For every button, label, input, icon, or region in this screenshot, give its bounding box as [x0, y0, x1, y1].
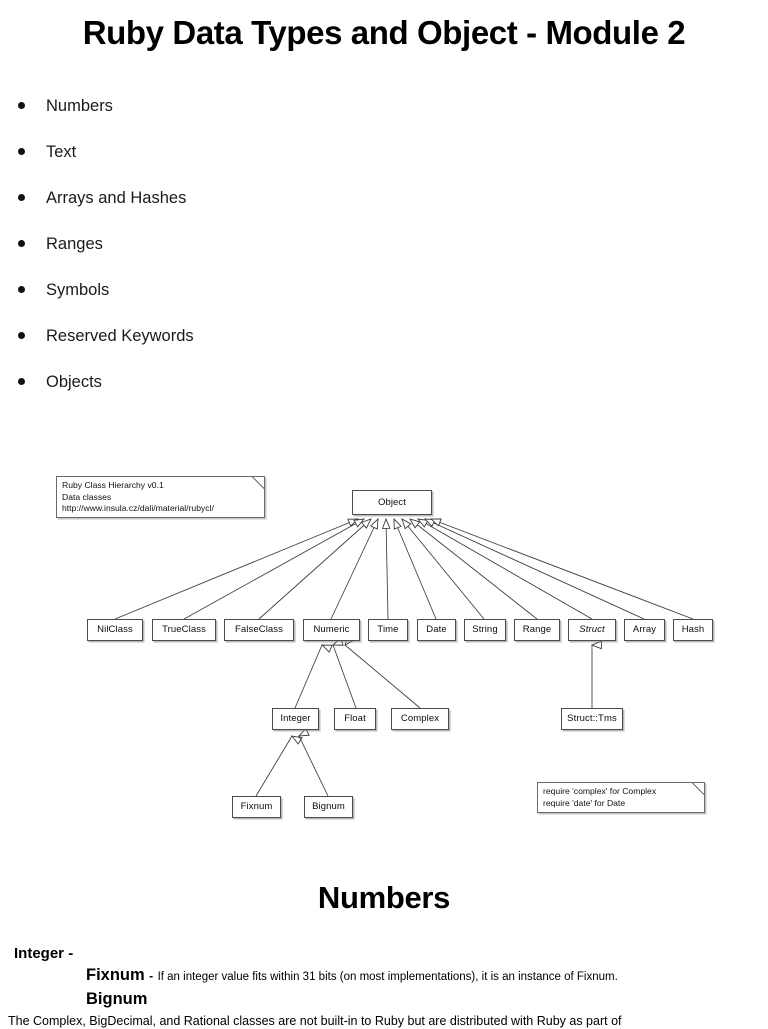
list-item-label: Symbols — [46, 281, 110, 299]
bullet-icon — [18, 194, 25, 201]
class-node-label: Struct — [579, 624, 605, 636]
list-item-label: Objects — [46, 373, 102, 391]
fixnum-separator: - — [149, 969, 154, 983]
class-node-complex[interactable]: Complex — [391, 708, 449, 730]
numbers-body: Integer - Fixnum - If an integer value f… — [0, 944, 768, 1029]
integer-heading: Integer - — [0, 944, 768, 964]
class-node-label: Numeric — [313, 624, 350, 636]
integer-dash: - — [68, 945, 74, 962]
diagram-connectors — [114, 455, 694, 797]
class-node-label: String — [472, 624, 498, 636]
integer-term: Integer — [14, 945, 65, 962]
list-item-label: Ranges — [46, 235, 103, 253]
list-item: Arrays and Hashes — [0, 184, 470, 230]
note-fold-corner-icon — [251, 477, 264, 490]
class-node-label: Hash — [681, 624, 705, 636]
bignum-entry: Bignum — [0, 988, 768, 1011]
class-node-label: Integer — [280, 713, 311, 725]
list-item-label: Reserved Keywords — [46, 327, 194, 345]
class-node-trueclass[interactable]: TrueClass — [152, 619, 216, 641]
list-item: Objects — [0, 368, 470, 414]
class-node-struct-tms[interactable]: Struct::Tms — [561, 708, 623, 730]
class-node-hash[interactable]: Hash — [673, 619, 713, 641]
class-node-integer[interactable]: Integer — [272, 708, 319, 730]
class-node-label: Complex — [400, 713, 440, 725]
bullet-icon — [18, 240, 25, 247]
bullet-icon — [18, 332, 25, 339]
fixnum-term: Fixnum — [86, 966, 145, 984]
class-node-struct[interactable]: Struct — [568, 619, 616, 641]
class-node-fixnum[interactable]: Fixnum — [232, 796, 281, 818]
list-item: Text — [0, 138, 470, 184]
class-node-label: Fixnum — [240, 801, 273, 813]
class-node-float[interactable]: Float — [334, 708, 376, 730]
class-node-label: Time — [377, 624, 399, 636]
ruby-class-hierarchy-diagram: Ruby Class Hierarchy v0.1 Data classes h… — [0, 455, 768, 855]
note-line-3: http://www.insula.cz/dali/material/rubyc… — [62, 503, 214, 513]
class-node-date[interactable]: Date — [417, 619, 456, 641]
diagram-title-note: Ruby Class Hierarchy v0.1 Data classes h… — [56, 476, 265, 518]
list-item: Symbols — [0, 276, 470, 322]
class-node-label: Float — [344, 713, 366, 725]
class-node-label: TrueClass — [162, 624, 206, 636]
topic-list: Numbers Text Arrays and Hashes Ranges Sy… — [0, 92, 470, 414]
class-node-time[interactable]: Time — [368, 619, 408, 641]
list-item: Numbers — [0, 92, 470, 138]
class-node-falseclass[interactable]: FalseClass — [224, 619, 294, 641]
page-title: Ruby Data Types and Object - Module 2 — [82, 14, 686, 51]
class-node-string[interactable]: String — [464, 619, 506, 641]
list-item: Ranges — [0, 230, 470, 276]
class-node-label: FalseClass — [235, 624, 283, 636]
bullet-icon — [18, 378, 25, 385]
list-item-label: Text — [46, 143, 77, 161]
bullet-icon — [18, 148, 25, 155]
tail-paragraph: The Complex, BigDecimal, and Rational cl… — [8, 1014, 622, 1028]
class-node-object[interactable]: Object — [352, 490, 432, 515]
class-node-label: NilClass — [97, 624, 133, 636]
class-node-label: Bignum — [312, 801, 345, 813]
class-node-label: Object — [377, 496, 407, 508]
class-node-label: Array — [632, 624, 657, 636]
diagram-require-note: require 'complex' for Complex require 'd… — [537, 782, 705, 813]
bignum-term: Bignum — [86, 990, 148, 1008]
note-line-1: require 'complex' for Complex — [543, 786, 657, 796]
class-node-numeric[interactable]: Numeric — [303, 619, 360, 641]
list-item-label: Numbers — [46, 97, 113, 115]
list-item-label: Arrays and Hashes — [46, 189, 187, 207]
bullet-icon — [18, 102, 25, 109]
note-line-2: Data classes — [62, 491, 112, 502]
class-node-bignum[interactable]: Bignum — [304, 796, 353, 818]
list-item: Reserved Keywords — [0, 322, 470, 368]
note-line-1: Ruby Class Hierarchy v0.1 — [62, 480, 164, 490]
bullet-icon — [18, 286, 25, 293]
note-fold-corner-icon — [691, 783, 704, 796]
section-heading-numbers: Numbers — [317, 880, 451, 915]
class-node-label: Struct::Tms — [567, 713, 617, 725]
class-node-label: Date — [426, 624, 447, 636]
class-node-range[interactable]: Range — [514, 619, 560, 641]
note-line-2: require 'date' for Date — [543, 797, 626, 808]
class-node-label: Range — [522, 624, 552, 636]
class-node-array[interactable]: Array — [624, 619, 665, 641]
fixnum-description: If an integer value fits within 31 bits … — [157, 971, 618, 983]
fixnum-entry: Fixnum - If an integer value fits within… — [0, 964, 768, 988]
class-node-nilclass[interactable]: NilClass — [87, 619, 143, 641]
